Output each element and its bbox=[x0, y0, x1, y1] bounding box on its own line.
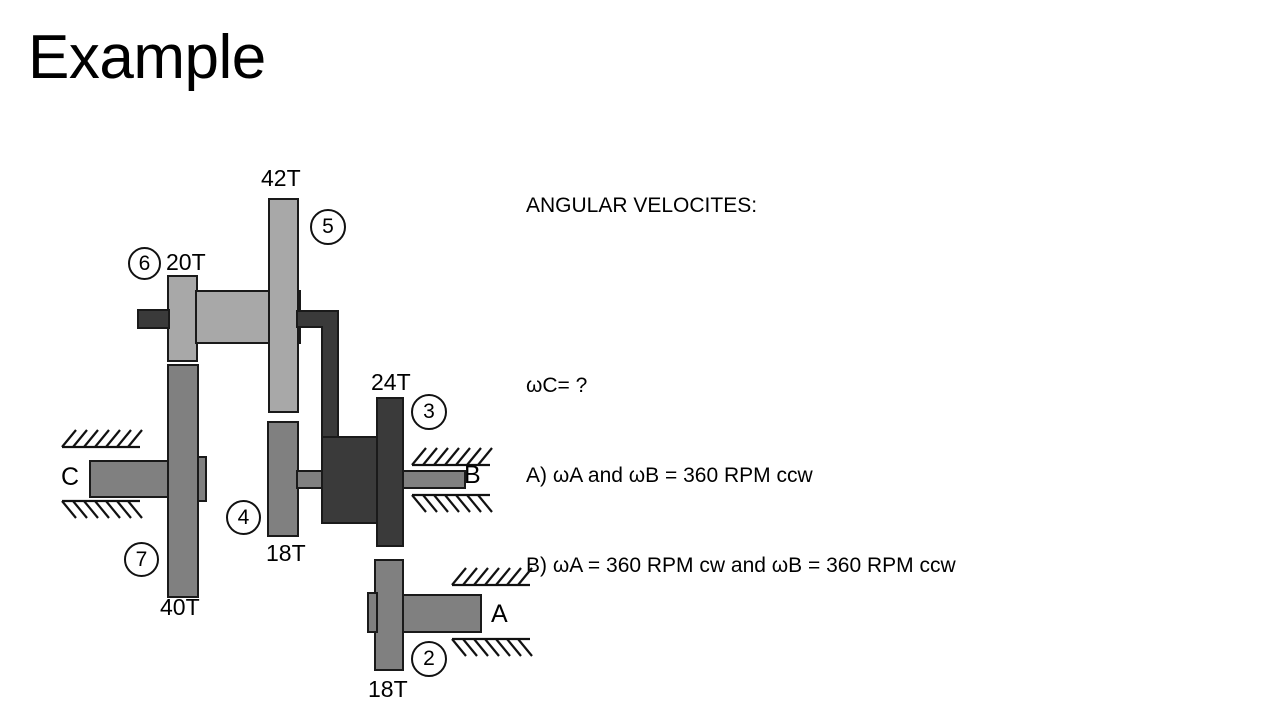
ground-hatch-b-upper bbox=[411, 447, 493, 467]
shaft-stub-left-gear6 bbox=[137, 309, 170, 329]
gear-callout-7: 7 bbox=[124, 542, 159, 577]
gear-callout-2: 2 bbox=[411, 641, 447, 677]
omega-c-question: ωC= ? bbox=[526, 374, 588, 397]
gear-3-teeth-label: 24T bbox=[371, 369, 411, 395]
ground-hatch-c-lower bbox=[61, 499, 143, 519]
text-spacer bbox=[526, 281, 956, 311]
gear-train-svg bbox=[61, 198, 533, 671]
option-a-line: A) ωA and ωB = 360 RPM ccw bbox=[526, 464, 813, 487]
page-title: Example bbox=[28, 23, 266, 92]
shaft-a bbox=[402, 594, 482, 633]
shaft-b bbox=[402, 470, 466, 489]
gear-callout-4: 4 bbox=[226, 500, 261, 535]
gear-callout-5: 5 bbox=[310, 209, 346, 245]
ground-hatch-a-lower bbox=[451, 637, 533, 657]
shaft-c-label: C bbox=[61, 463, 80, 491]
shaft-l-bend-dark bbox=[296, 310, 339, 441]
shaft-b-label: B bbox=[464, 461, 481, 489]
gear-6-20T bbox=[167, 275, 198, 362]
gear3-hub-block bbox=[321, 436, 379, 524]
gear-4-teeth-label: 18T bbox=[266, 540, 306, 566]
gear-4-18T bbox=[267, 421, 299, 537]
shaft-a-label: A bbox=[491, 600, 508, 628]
gear-train-diagram: 42T 20T 24T 18T 40T 18T C B A 5 6 3 4 7 … bbox=[0, 0, 560, 720]
gear-5-teeth-label: 42T bbox=[261, 165, 301, 191]
gear-2-teeth-label: 18T bbox=[368, 676, 408, 702]
gear-5-42T bbox=[268, 198, 299, 413]
option-b-line: B) ωA = 360 RPM cw and ωB = 360 RPM ccw bbox=[526, 554, 956, 577]
gear-2-18T bbox=[374, 559, 404, 671]
gear-7-40T bbox=[167, 364, 199, 598]
gear-7-teeth-label: 40T bbox=[160, 594, 200, 620]
shaft-connector-gear4-hub bbox=[296, 470, 325, 489]
gear-6-teeth-label: 20T bbox=[166, 249, 206, 275]
gear-callout-3: 3 bbox=[411, 394, 447, 430]
angular-velocities-text-block: ANGULAR VELOCITES: ωC= ? A) ωA and ωB = … bbox=[526, 131, 956, 641]
gear-callout-6: 6 bbox=[128, 247, 161, 280]
shaft-c bbox=[89, 460, 179, 498]
ground-hatch-c-upper bbox=[61, 429, 143, 449]
angular-velocities-heading: ANGULAR VELOCITES: bbox=[526, 194, 758, 217]
ground-hatch-b-lower bbox=[411, 493, 493, 513]
gear-3-24T bbox=[376, 397, 404, 547]
ground-hatch-a-upper bbox=[451, 567, 533, 587]
gear2-bearing-block bbox=[367, 592, 378, 633]
